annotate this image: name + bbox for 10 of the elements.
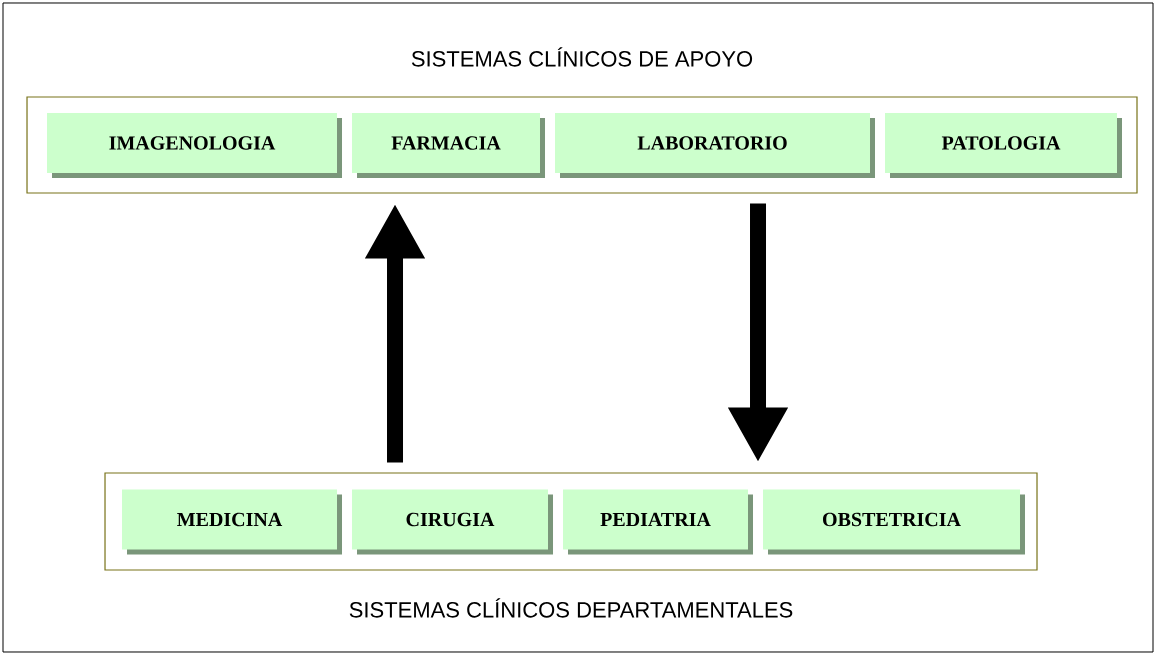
group-heading: SISTEMAS CLÍNICOS DEPARTAMENTALES bbox=[349, 598, 793, 618]
department-box: IMAGENOLOGIA bbox=[47, 113, 342, 178]
group-heading: SISTEMAS CLÍNICOS DE APOYO bbox=[411, 47, 753, 67]
department-box: MEDICINA bbox=[122, 489, 342, 555]
department-box: CIRUGIA bbox=[352, 489, 553, 555]
department-box: PEDIATRIA bbox=[563, 489, 753, 555]
department-box: LABORATORIO bbox=[555, 113, 875, 178]
department-box: FARMACIA bbox=[352, 113, 545, 178]
department-box: OBSTETRICIA bbox=[763, 489, 1025, 555]
department-box: PATOLOGIA bbox=[885, 113, 1122, 178]
